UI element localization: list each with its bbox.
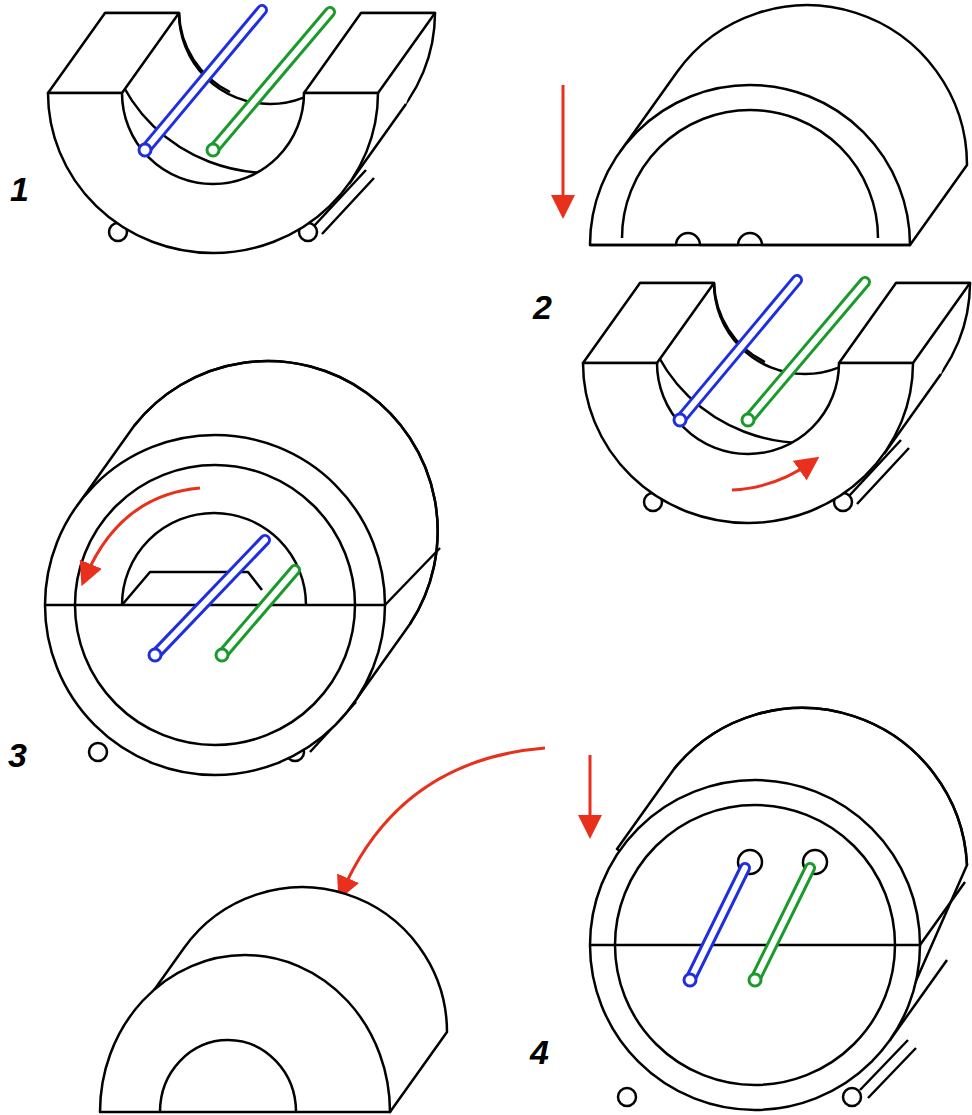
step-number: 4 <box>530 1035 549 1069</box>
rotate-arrow <box>85 488 200 578</box>
step-number: 1 <box>10 172 29 206</box>
final-cylinder <box>590 708 967 1110</box>
lower-half-shell <box>48 10 435 253</box>
removed-half-shell <box>100 887 447 1112</box>
move-arrow <box>562 85 565 210</box>
move-arrow <box>589 755 592 830</box>
step-number: 2 <box>533 290 552 324</box>
rotate-arrow <box>732 462 812 490</box>
closed-cylinder <box>45 361 440 775</box>
upper-half-shell <box>590 5 967 245</box>
step-number: 3 <box>8 738 27 772</box>
lower-half-shell <box>583 280 970 523</box>
move-arrow <box>342 748 545 892</box>
